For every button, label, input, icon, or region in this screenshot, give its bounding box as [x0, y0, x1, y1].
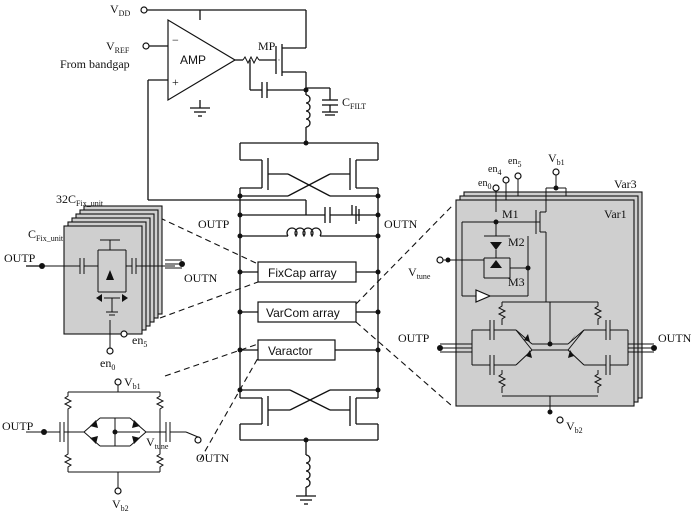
varcom-en0-label: en0	[478, 178, 491, 191]
vref-label: VREF	[106, 39, 130, 55]
error-amplifier	[167, 18, 237, 102]
varactor-outn-label: OUTN	[196, 451, 230, 465]
main-outp-label: OUTP	[198, 217, 230, 231]
fixcap-outp-label: OUTP	[4, 251, 36, 265]
fixcap-unit-label: CFix_unit	[28, 227, 64, 243]
main-outn-label: OUTN	[384, 217, 418, 231]
varcom-en4-label: en4	[488, 164, 501, 177]
varactor-vb1-label: Vb1	[124, 375, 141, 391]
fixcap-array-label: FixCap array	[268, 266, 337, 280]
varcom-array-label: VarCom array	[266, 306, 340, 320]
varcom-unit-front	[455, 199, 635, 407]
varcom-vtune-label: Vtune	[408, 265, 431, 281]
varcom-vb2-label: Vb2	[566, 419, 583, 435]
varactor-outp-label: OUTP	[2, 419, 34, 433]
varcom-en5-label: en5	[508, 156, 521, 169]
fixcap-count-label: 32CFix_unit	[56, 192, 104, 208]
varactor-vb2-label: Vb2	[112, 497, 129, 511]
main-core: VDD AMP − + VREF From bandgap MP	[60, 2, 418, 505]
amp-plus: +	[172, 75, 179, 89]
mp-label: MP	[258, 39, 276, 53]
m2-label: M2	[508, 235, 525, 249]
amp-label: AMP	[180, 53, 206, 67]
fixcap-unit-front	[63, 225, 143, 335]
callout-lines	[159, 205, 453, 461]
fixcap-en5-label: en5	[132, 333, 147, 349]
vdd-terminal	[140, 6, 148, 14]
varcom-array-block	[257, 301, 357, 323]
var3-label: Var3	[614, 177, 637, 191]
fixcap-array-block	[257, 261, 357, 283]
cfilt-label: CFILT	[342, 95, 366, 111]
vdd-label: VDD	[110, 2, 130, 18]
varcom-outn-label: OUTN	[658, 331, 692, 345]
varcom-vb1-label: Vb1	[548, 151, 565, 167]
varactor-panel: Vb1 Vtune Vb2 OUTP	[2, 375, 230, 511]
m1-label: M1	[502, 207, 519, 221]
from-bandgap-label: From bandgap	[60, 57, 130, 71]
fixcap-unit-panel: 32CFix_unit CFix_unit OUTP OUTN	[4, 192, 218, 372]
m3-label: M3	[508, 275, 525, 289]
varactor-vtune-label: Vtune	[146, 435, 169, 451]
fixcap-en0-label: en0	[100, 356, 115, 372]
varcom-unit-panel: Var3 Var1 en0 en4 en5 Vb1 M1	[398, 151, 692, 435]
amp-minus: −	[172, 33, 179, 47]
fixcap-outn-label: OUTN	[184, 271, 218, 285]
varactor-block	[257, 339, 336, 361]
vref-terminal	[142, 42, 150, 50]
var1-label: Var1	[604, 207, 627, 221]
varcom-outp-label: OUTP	[398, 331, 430, 345]
varactor-label: Varactor	[268, 344, 312, 358]
